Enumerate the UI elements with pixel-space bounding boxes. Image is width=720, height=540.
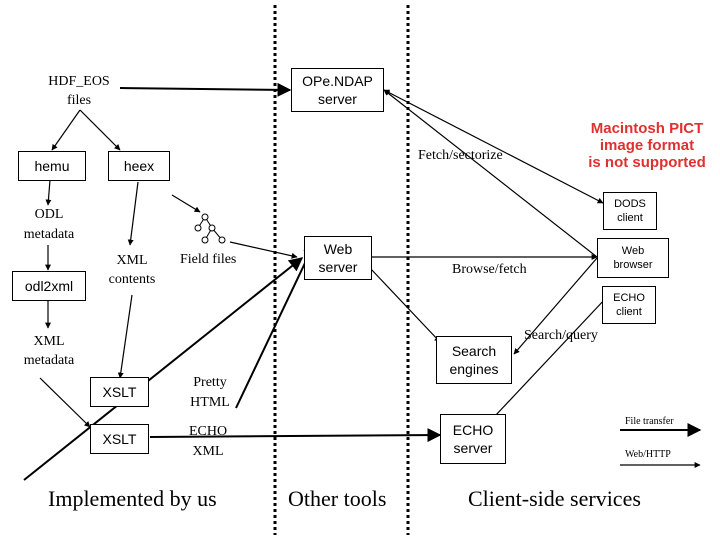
xml-metadata-label-2: metadata: [23, 353, 75, 368]
echo-xml-label-1: ECHO: [188, 424, 228, 439]
web-server-label-1: Web: [323, 241, 353, 257]
fetch-sectorize-label: Fetch/sectorize: [418, 148, 503, 163]
edge-heex-to-xmlcontents: [127, 181, 139, 246]
pretty-html-label-1: Pretty: [193, 375, 227, 390]
edge-hdf-to-heex: [79, 109, 121, 151]
hemu-label: hemu: [34, 158, 70, 174]
browse-fetch-label: Browse/fetch: [452, 262, 527, 277]
xslt-1-label: XSLT: [102, 384, 137, 400]
pict-line-2: image format: [599, 137, 695, 154]
echo-client-label-1: ECHO: [613, 292, 645, 304]
pretty-html-node: Pretty HTML: [182, 373, 238, 413]
web-browser-label-1: Web: [621, 245, 645, 257]
web-server-box: Web server: [304, 236, 372, 280]
echo-xml-node: ECHO XML: [180, 422, 236, 462]
section-implemented-label: Implemented by us: [48, 486, 217, 511]
xslt-2-label: XSLT: [102, 431, 137, 447]
legend-web-http-label: Web/HTTP: [625, 449, 671, 460]
opendap-server-box: OPe.NDAP server: [291, 68, 384, 112]
odl-label-2: metadata: [23, 227, 75, 242]
pretty-html-label-2: HTML: [190, 395, 230, 410]
odl-metadata-node: ODL metadata: [14, 205, 84, 245]
edge-heex-to-fieldfiles: [171, 194, 201, 213]
section-other-tools-label: Other tools: [288, 486, 387, 511]
search-engines-label-1: Search: [451, 343, 497, 359]
pict-line-3: is not supported: [588, 154, 706, 171]
xml-metadata-label-1: XML: [33, 334, 65, 349]
dods-client-box: DODS client: [603, 192, 657, 230]
echo-server-label-2: server: [453, 440, 493, 456]
xml-metadata-node: XML metadata: [14, 332, 84, 370]
opendap-label-2: server: [318, 91, 357, 107]
web-browser-label-2: browser: [613, 259, 653, 271]
xml-contents-node: XML contents: [100, 251, 164, 289]
hdf-eos-label-1: HDF_EOS: [48, 74, 110, 89]
dods-client-label-2: client: [617, 212, 643, 224]
section-client-side-label: Client-side services: [468, 486, 641, 511]
field-files-label: Field files: [180, 252, 237, 267]
opendap-label-1: OPe.NDAP: [302, 73, 373, 89]
edge-xmlmeta-to-xslt: [39, 377, 91, 428]
edge-webserver-to-search: [369, 267, 441, 343]
pict-line-1: Macintosh PICT: [590, 120, 704, 137]
edge-dods-to-opendap: [383, 89, 604, 204]
hdf-eos-files-node: HDF_EOS files: [40, 72, 118, 110]
echo-client-label-2: client: [616, 306, 642, 318]
xml-contents-label-1: XML: [116, 253, 148, 268]
odl2xml-box: odl2xml: [12, 271, 86, 301]
search-engines-box: Search engines: [436, 336, 512, 384]
echo-client-box: ECHO client: [602, 286, 656, 324]
search-query-label: Search/query: [524, 328, 598, 343]
edge-hdf-to-opendap: [119, 82, 292, 97]
pict-placeholder: Macintosh PICT image format is not suppo…: [572, 120, 720, 171]
web-server-label-2: server: [318, 259, 358, 275]
search-engines-label-2: engines: [449, 361, 499, 377]
echo-server-box: ECHO server: [440, 414, 506, 464]
edge-echoclient-to-echoserver: [479, 297, 607, 433]
edge-hdf-to-hemu: [51, 109, 81, 151]
dods-client-label-1: DODS: [614, 198, 646, 210]
edge-browser-to-search: [513, 257, 598, 355]
xml-contents-label-2: contents: [108, 272, 156, 287]
edge-browser-to-opendap: [383, 89, 598, 258]
edge-fieldfiles-to-webserver: [229, 241, 298, 259]
echo-server-label-1: ECHO: [452, 422, 494, 438]
odl2xml-label: odl2xml: [24, 278, 74, 294]
heex-box: heex: [108, 151, 170, 181]
heex-label: heex: [123, 158, 155, 174]
edge-xmlmeta-to-web-server: [23, 257, 304, 481]
odl-label-1: ODL: [34, 207, 64, 222]
legend-file-transfer-label: File transfer: [625, 416, 674, 427]
xslt-box-1: XSLT: [90, 377, 149, 407]
edge-hemu-to-odl: [45, 179, 52, 206]
hemu-box: hemu: [18, 151, 86, 181]
edge-xslt2-to-web-server: [149, 428, 442, 443]
web-browser-box: Web browser: [597, 238, 669, 278]
field-files-tree-icon: [194, 213, 226, 244]
edge-xmlcontents-to-xslt: [117, 294, 133, 379]
echo-xml-label-2: XML: [192, 444, 224, 459]
xslt-box-2: XSLT: [90, 424, 149, 454]
hdf-eos-label-2: files: [66, 93, 92, 108]
